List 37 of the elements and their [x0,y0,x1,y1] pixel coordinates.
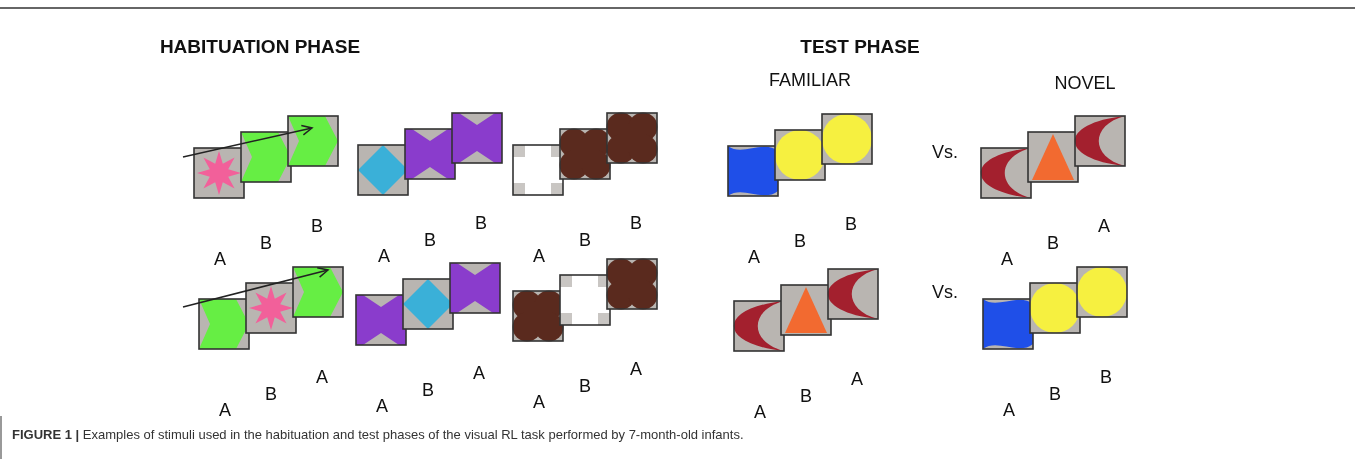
letter-label: A [376,396,388,417]
letter-label: B [800,386,812,407]
section-heading: TEST PHASE [800,36,920,58]
letter-label: B [424,230,436,251]
letter-label: A [533,392,545,413]
letter-label: B [1100,367,1112,388]
letter-label: B [265,384,277,405]
column-heading: NOVEL [1054,73,1116,94]
versus-label: Vs. [932,142,958,163]
letter-label: A [1001,249,1013,270]
letter-label: A [748,247,760,268]
figure-caption: FIGURE 1 | Examples of stimuli used in the habituation and test phases of the visual RL task performed by 7-month-old infants. [12,427,744,442]
letter-label: A [851,369,863,390]
letter-label: A [378,246,390,267]
letter-label: A [1098,216,1110,237]
versus-label: Vs. [932,282,958,303]
letter-label: A [473,363,485,384]
letter-label: A [533,246,545,267]
letter-label: B [845,214,857,235]
letter-label: B [1049,384,1061,405]
letter-label: B [1047,233,1059,254]
letter-label: B [260,233,272,254]
letter-label: A [1003,400,1015,421]
letter-label: B [475,213,487,234]
letter-label: B [794,231,806,252]
letter-label: A [316,367,328,388]
letter-label: B [630,213,642,234]
section-heading: HABITUATION PHASE [159,36,361,58]
letter-label: B [579,376,591,397]
letter-label: A [214,249,226,270]
letter-label: B [422,380,434,401]
letter-label: A [219,400,231,421]
letter-label: A [754,402,766,423]
letter-label: B [579,230,591,251]
letter-label: A [630,359,642,380]
column-heading: FAMILIAR [769,70,851,91]
letter-label: B [311,216,323,237]
